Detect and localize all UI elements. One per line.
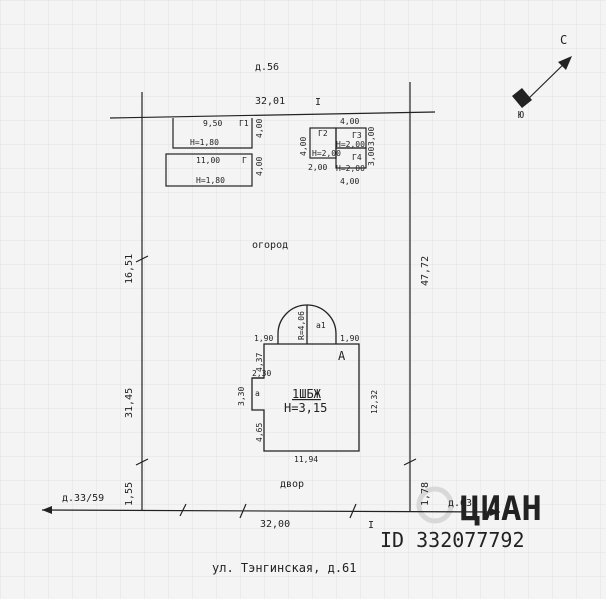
arrow-right-icon [490, 508, 500, 516]
compass-north: С [560, 33, 567, 47]
dim-left-lower: 31,45 [124, 388, 135, 418]
main-house [251, 304, 360, 452]
outbuilding-g: 11,00 Г H=1,80 4,00 [165, 153, 264, 187]
watermark-id: ID 332077792 [380, 528, 525, 552]
g3-height: H=2,00 [336, 140, 365, 149]
g1-width: 9,50 [203, 119, 222, 128]
neighbor-east: д.63 [448, 498, 472, 509]
house-dim-right: 12,32 [370, 390, 379, 414]
plot-boundary [41, 82, 501, 519]
watermark-logo [416, 486, 454, 524]
compass-tail-icon [512, 88, 532, 108]
compass-south: Ю [518, 110, 524, 121]
g2-w2: 2,00 [308, 163, 327, 172]
g2-height: H=2,00 [312, 149, 341, 158]
house-dim-top-left: 1,90 [254, 334, 273, 343]
street-label: ул. Тэнгинская, д.61 [212, 561, 357, 575]
house-dim-bottom: 11,94 [294, 455, 318, 464]
neighbor-north: д.56 [255, 62, 279, 73]
porch-dim-side: 3,30 [237, 387, 246, 406]
g4-bottom: 4,00 [340, 177, 359, 186]
zone-garden: огород [252, 240, 288, 251]
g1-depth: 4,00 [255, 119, 264, 138]
g3-label: Г3 [352, 131, 362, 140]
g-label: Г [242, 156, 247, 165]
zone-yard: двор [280, 479, 304, 490]
compass: С Ю [512, 33, 572, 121]
boundary-mark-bottom: I [368, 520, 374, 531]
g-depth: 4,00 [255, 157, 264, 176]
boundary-mark-top: I [315, 97, 321, 108]
compass-arrow-icon [558, 56, 572, 70]
outbuilding-group [309, 127, 367, 169]
g4-height: H=2,00 [336, 164, 365, 173]
porch-label: а [255, 389, 260, 398]
house-dim-left-upper: 4,37 [255, 353, 264, 372]
dim-left-upper: 16,51 [124, 254, 135, 284]
house-height: H=3,15 [284, 401, 327, 415]
house-dim-left-lower: 4,65 [255, 423, 264, 442]
outbuilding-g1: 9,50 Г1 H=1,80 4,00 [172, 118, 264, 149]
house-type: 1ШБЖ [292, 387, 322, 401]
dim-right: 47,72 [420, 256, 431, 286]
g1-height: H=1,80 [190, 138, 219, 147]
arrow-left-icon [42, 506, 52, 514]
g2-label: Г2 [318, 129, 328, 138]
outbuilding-g4 [335, 147, 367, 169]
front-porch-radius: R=4,06 [297, 311, 306, 340]
g-width: 11,00 [196, 156, 220, 165]
dim-bottom: 32,00 [260, 519, 290, 530]
watermark: ЦИАН ID 332077792 [380, 486, 542, 552]
dim-left-bottom: 1,55 [124, 482, 135, 506]
g4-label: Г4 [352, 153, 362, 162]
g3-right: 3,00 [367, 127, 376, 146]
dim-right-bottom: 1,78 [420, 482, 431, 506]
dim-top: 32,01 [255, 96, 285, 107]
g1-label: Г1 [239, 119, 249, 128]
front-porch-label: а1 [316, 321, 326, 330]
g2-w1: 4,00 [299, 137, 308, 156]
house-dim-top-right: 1,90 [340, 334, 359, 343]
g-height: H=1,80 [196, 176, 225, 185]
neighbor-west: д.33/59 [62, 493, 104, 504]
watermark-brand: ЦИАН [460, 489, 542, 529]
g3-top: 4,00 [340, 117, 359, 126]
porch-dim-top: 2,30 [252, 369, 271, 378]
g4-right: 3,00 [367, 147, 376, 166]
house-label: А [338, 349, 346, 363]
